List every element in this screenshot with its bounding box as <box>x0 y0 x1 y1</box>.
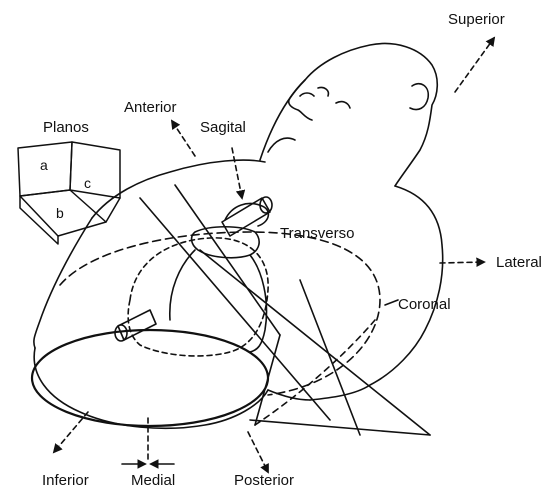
inferior-section-ellipse <box>32 330 268 426</box>
plane-c-label: c <box>84 176 91 190</box>
inferior-label: Inferior <box>42 473 89 488</box>
plane-b-label: b <box>56 206 64 220</box>
transverso-label: Transverso <box>280 226 354 241</box>
posterior-label: Posterior <box>234 473 294 488</box>
superior-label: Superior <box>448 12 505 27</box>
plane-a-label: a <box>40 158 48 172</box>
sagittal-plane <box>140 185 330 425</box>
planos-label: Planos <box>43 120 89 135</box>
sagital-label: Sagital <box>200 120 246 135</box>
medial-label: Medial <box>131 473 175 488</box>
vessel-tube-left <box>115 310 156 341</box>
coronal-plane <box>200 250 430 435</box>
sagittal-arrow <box>232 148 242 198</box>
coronal-label: Coronal <box>398 297 451 312</box>
lateral-label: Lateral <box>496 255 542 270</box>
planes-reference-box <box>18 142 120 244</box>
torso-outline <box>34 160 443 428</box>
anterior-arrow <box>172 121 195 156</box>
superior-arrow <box>455 38 494 92</box>
posterior-arrow <box>248 432 268 472</box>
anterior-label: Anterior <box>124 100 177 115</box>
coronal-leader <box>385 300 398 305</box>
head-outline <box>260 44 437 186</box>
lateral-arrow <box>440 262 484 263</box>
